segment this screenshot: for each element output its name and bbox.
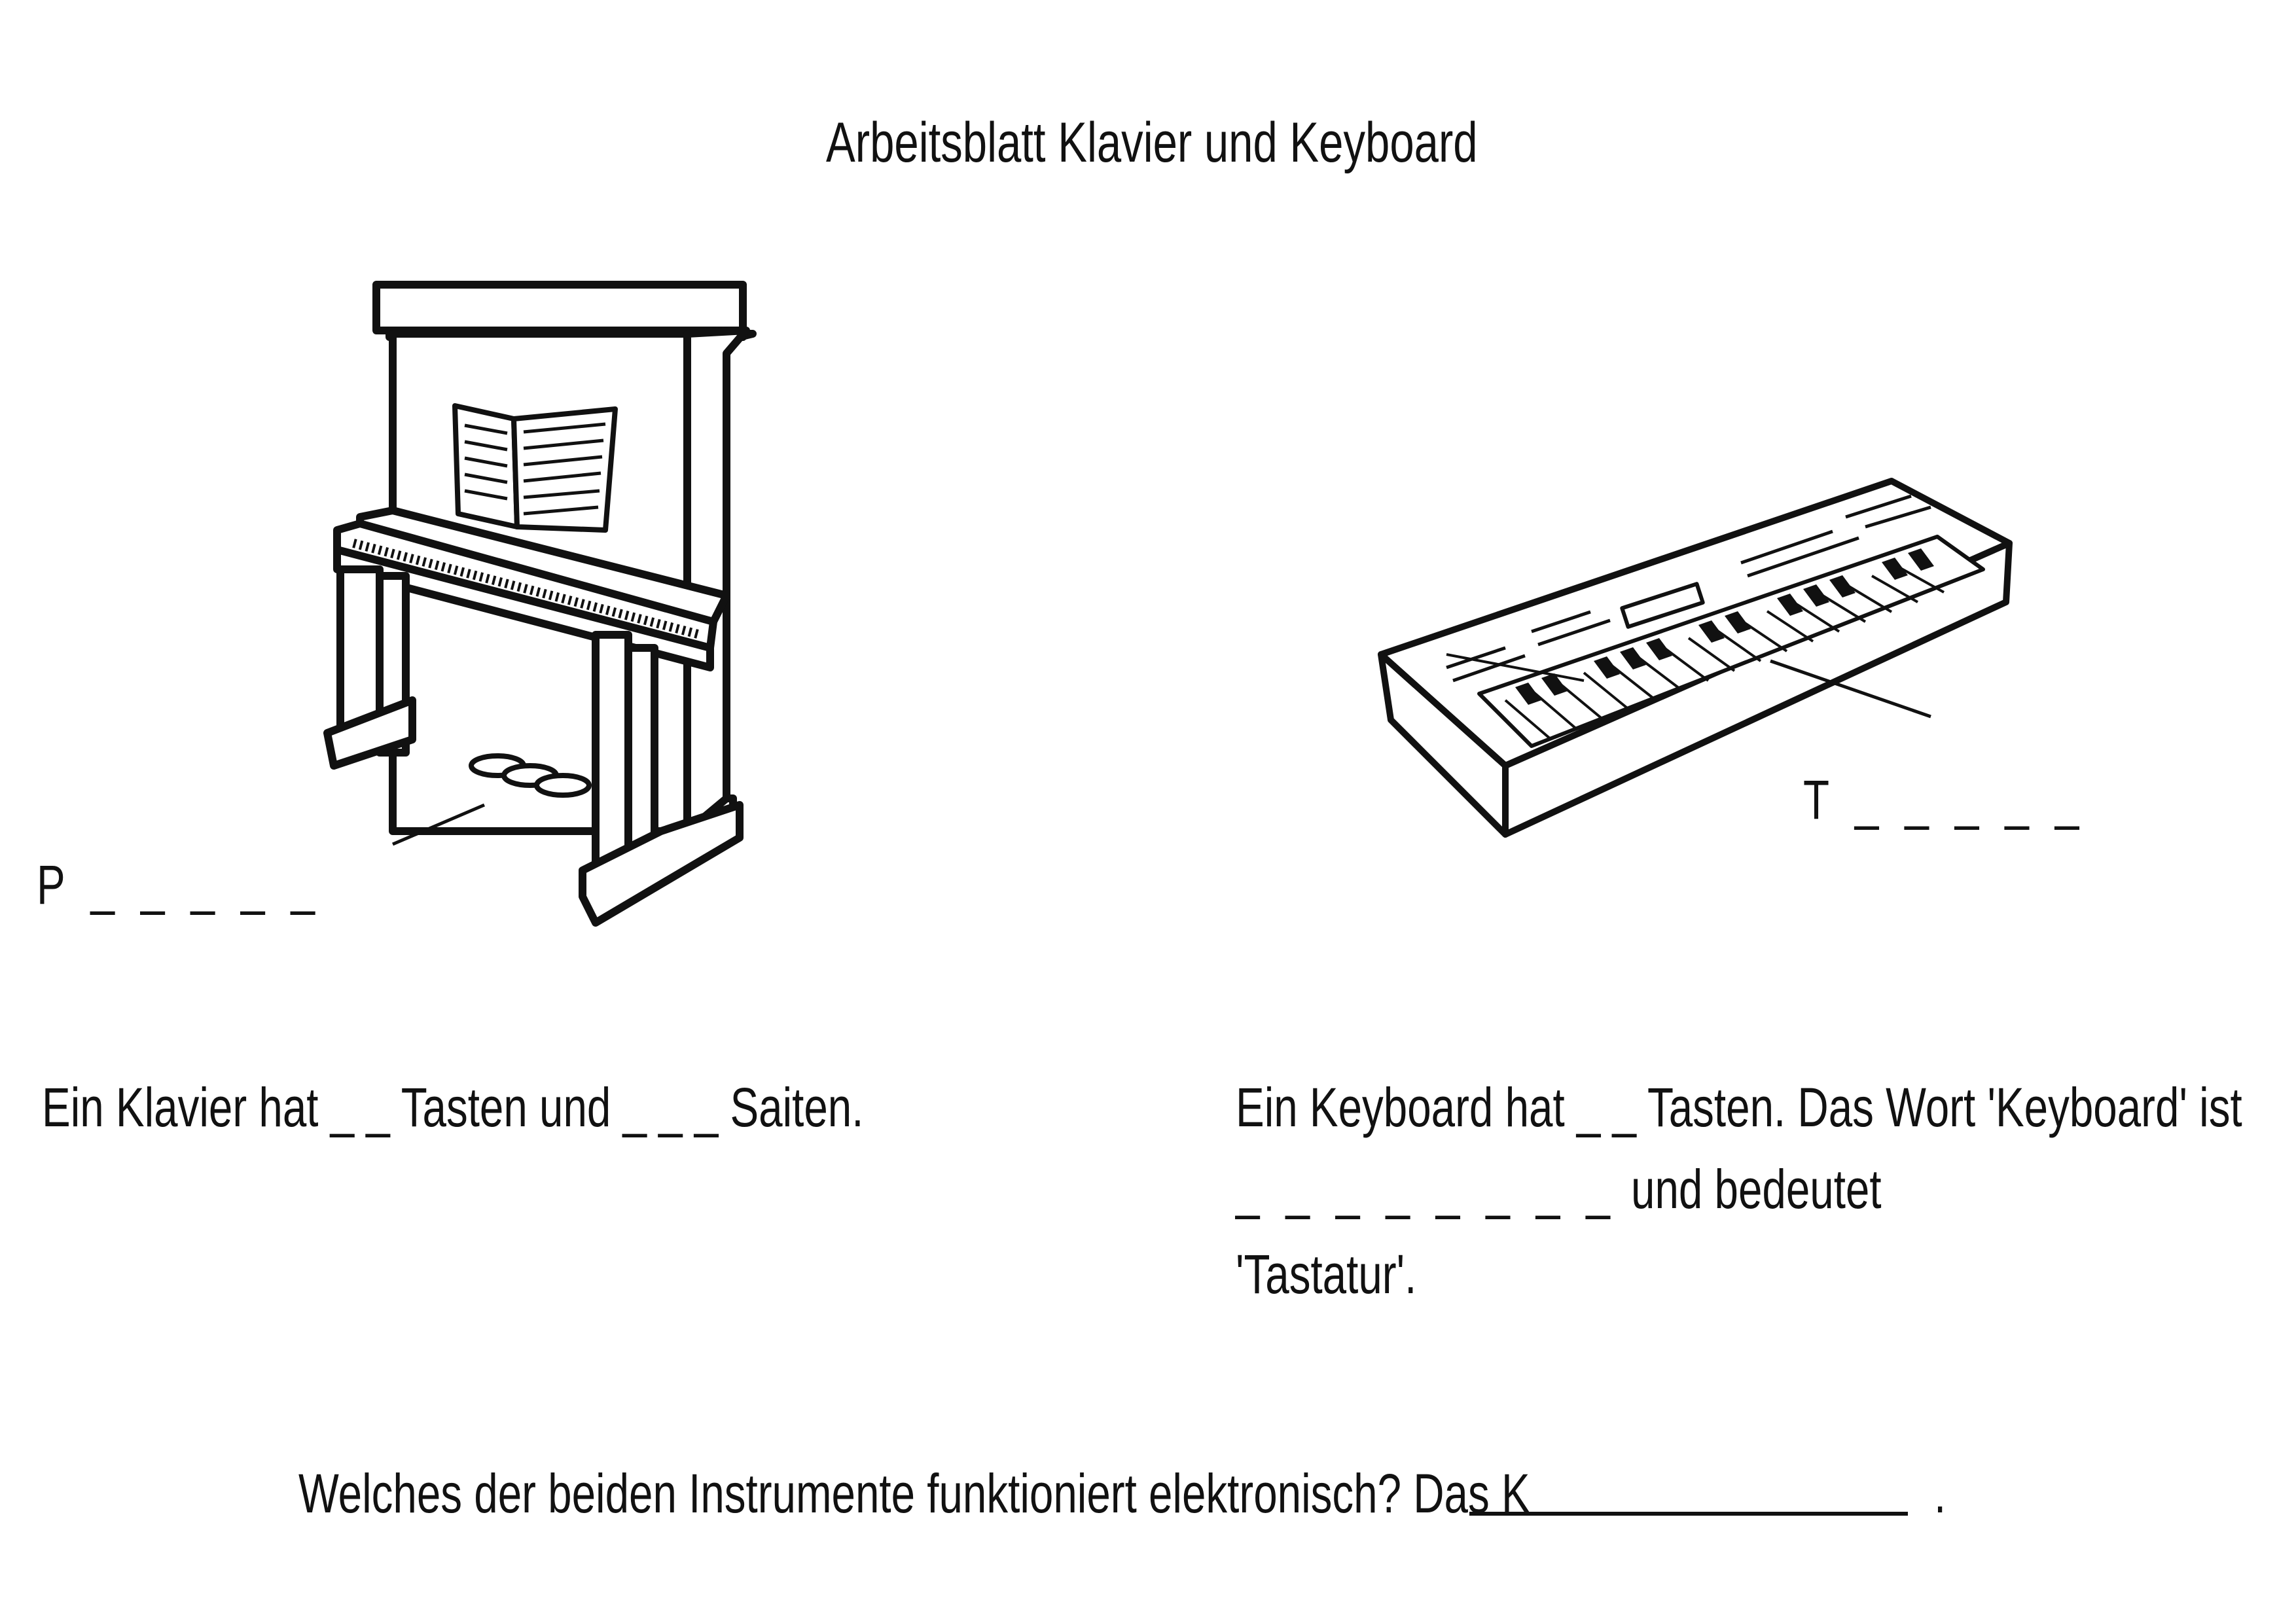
answer-line bbox=[1469, 1512, 1908, 1516]
keyboard-pointer-line bbox=[1770, 659, 1931, 719]
piano-illustration bbox=[323, 281, 757, 927]
keyboard-sentence-line2: und bedeutet bbox=[1631, 1158, 1882, 1220]
keyboard-sentence-line1: Ein Keyboard hat _ _ Tasten. Das Wort 'K… bbox=[1236, 1077, 2242, 1138]
keyboard-sentence-line3: 'Tastatur'. bbox=[1236, 1243, 1417, 1305]
keyboard-word-blank: _ _ _ _ _ _ _ _ bbox=[1236, 1158, 1617, 1220]
keyboard-keys-label: T _ _ _ _ _ bbox=[1803, 769, 2087, 830]
piano-pedal-label: P _ _ _ _ _ bbox=[37, 854, 322, 916]
question-period: . bbox=[1934, 1463, 1946, 1524]
keyboard-illustration bbox=[1378, 478, 2013, 838]
page-title: Arbeitsblatt Klavier und Keyboard bbox=[826, 111, 1478, 174]
question-text: Welches der beiden Instrumente funktioni… bbox=[298, 1463, 1530, 1524]
piano-sentence: Ein Klavier hat _ _ Tasten und _ _ _ Sai… bbox=[42, 1077, 864, 1138]
